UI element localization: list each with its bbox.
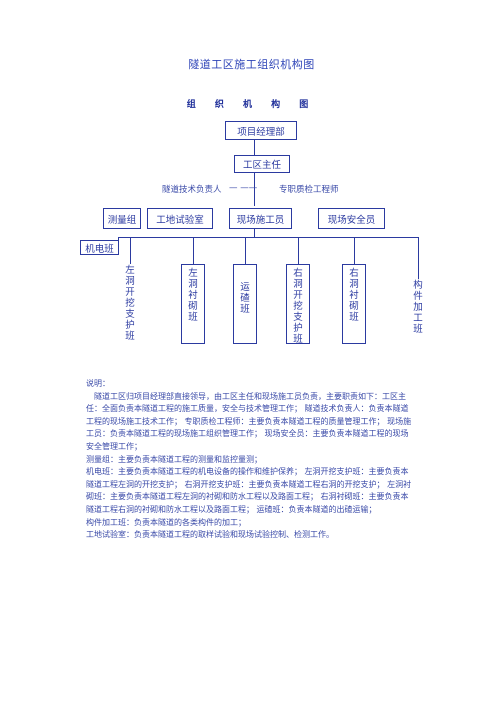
notes-line-4: 构件加工班：负责本隧道的各类构件的加工； [86, 517, 246, 527]
safety-officer-box: 现场安全员 [318, 208, 385, 229]
tech-dash: — —— [229, 183, 258, 193]
team-component: 构件加工班 [413, 280, 423, 335]
site-worker-label: 现场施工员 [236, 214, 285, 226]
team-right-lining-box: 右洞衬砌班 [342, 264, 366, 344]
chart-title: 组 织 机 构 图 [186, 100, 317, 110]
team-left-excavation: 左洞开挖支护班 [125, 265, 135, 342]
notes-heading: 说明： [86, 379, 110, 388]
notes-section: 说明： 隧道工区归项目经理部直接领导，由工区主任和现场施工员负责，主要职责如下：… [86, 378, 416, 542]
survey-team-box: 测量组 [103, 208, 141, 229]
notes-line-2: 测量组：主要负责本隧道工程的测量和监控量测； [86, 454, 262, 464]
connector-level3-bus [254, 229, 255, 237]
notes-line-3: 机电班：主要负责本隧道工程的机电设备的操作和维护保养； 左洞开挖支护班：主要负责… [86, 467, 412, 514]
safety-officer-label: 现场安全员 [327, 214, 376, 226]
mech-team-box: 机电班 [80, 240, 119, 255]
quality-engineer-label: 专职质检工程师 [279, 185, 339, 195]
connector-team-4 [298, 237, 299, 264]
project-manager-box: 项目经理部 [225, 121, 297, 140]
connector-team-6 [418, 237, 419, 279]
connector-pm-director [254, 140, 255, 156]
connector-horizontal-bus [118, 237, 418, 238]
connector-team-5 [354, 237, 355, 264]
connector-director-tech [254, 172, 255, 206]
notes-line-1: 隧道工区归项目经理部直接领导，由工区主任和现场施工员负责，主要职责如下：工区主任… [86, 391, 412, 451]
document-title: 隧道工区施工组织机构图 [188, 58, 315, 71]
survey-team-label: 测量组 [107, 214, 137, 226]
team-left-lining-box: 左洞衬砌班 [181, 264, 205, 344]
team-right-lining-label: 右洞衬砌班 [349, 268, 359, 323]
director-label: 工区主任 [242, 160, 281, 171]
mech-team-label: 机电班 [85, 243, 114, 255]
team-left-lining-label: 左洞衬砌班 [188, 268, 198, 323]
director-box: 工区主任 [234, 155, 290, 173]
team-right-excavation-label: 右洞开挖支护班 [293, 268, 303, 345]
connector-team-1 [130, 237, 131, 264]
project-manager-label: 项目经理部 [237, 126, 285, 138]
lab-label: 工地试验室 [156, 214, 204, 226]
site-worker-box: 现场施工员 [229, 208, 292, 229]
team-right-excavation-box: 右洞开挖支护班 [286, 264, 310, 345]
team-muck-label: 运碴班 [240, 282, 250, 315]
notes-line-5: 工地试验室：负责本隧道工程的取样试验和现场试验控制、检测工作。 [86, 530, 334, 540]
lab-box: 工地试验室 [147, 208, 213, 229]
connector-team-3 [245, 237, 246, 264]
tech-lead-label: 隧道技术负责人 [162, 185, 222, 195]
team-muck-box: 运碴班 [233, 264, 257, 344]
connector-team-2 [193, 237, 194, 264]
